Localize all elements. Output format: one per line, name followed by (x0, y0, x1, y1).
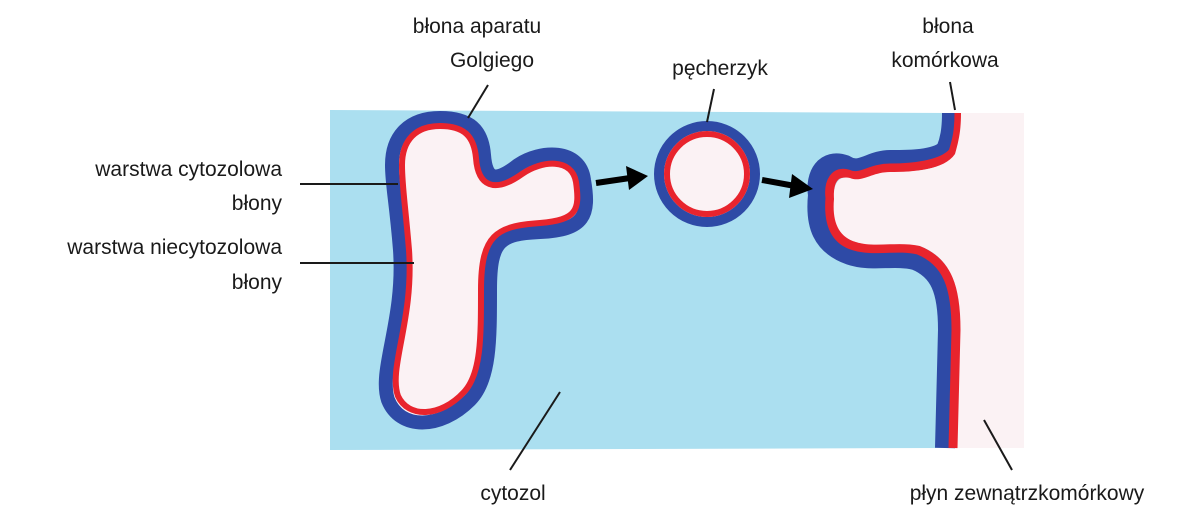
label-cytosolic-layer-line1: warstwa cytozolowa (94, 158, 282, 181)
label-vesicle: pęcherzyk (672, 57, 768, 80)
label-golgi-membrane-line2: Golgiego (450, 49, 534, 72)
label-cell-membrane-line1: błona (922, 15, 974, 38)
label-cytosolic-layer-line2: błony (232, 192, 283, 215)
label-noncytosolic-layer-line1: warstwa niecytozolowa (66, 236, 282, 259)
label-cell-membrane-line2: komórkowa (891, 49, 999, 72)
label-cytosol: cytozol (480, 482, 545, 505)
vesicle (659, 126, 755, 222)
label-noncytosolic-layer-line2: błony (232, 271, 283, 294)
leader-cell-membrane (950, 82, 955, 110)
label-extracellular-fluid: płyn zewnątrzkomórkowy (910, 482, 1145, 505)
label-golgi-membrane-line1: błona aparatu (413, 15, 541, 38)
